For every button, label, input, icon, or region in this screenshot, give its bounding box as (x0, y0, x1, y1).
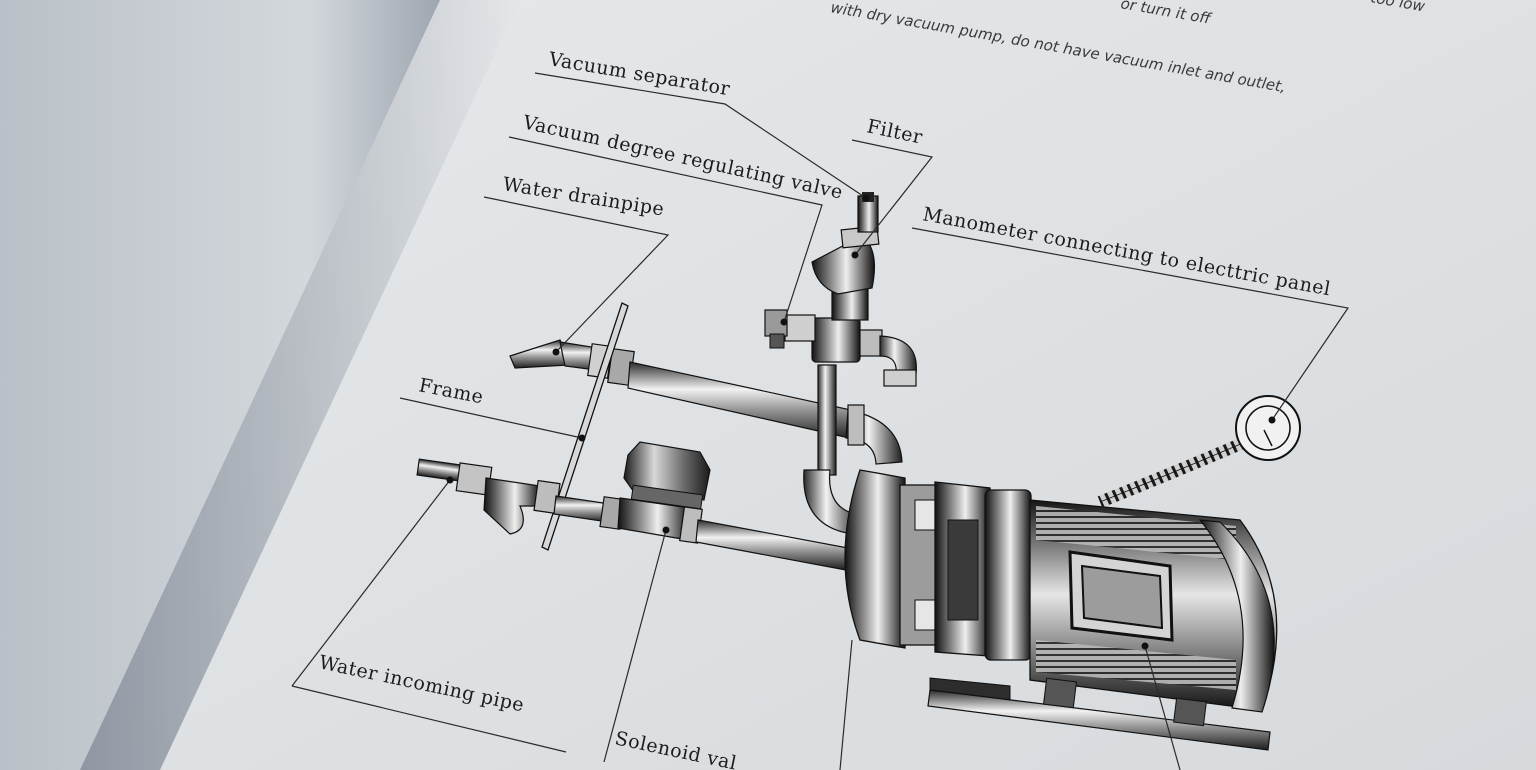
regulating-valve-body (784, 314, 816, 342)
motor-fan-cover (1198, 519, 1275, 713)
motor-flange (984, 489, 1032, 661)
y-strainer (483, 477, 541, 535)
leader-lines (291, 72, 1350, 770)
left-page (0, 0, 440, 770)
base-plate (927, 689, 1271, 751)
solenoid-coil (623, 441, 711, 501)
machine (416, 192, 1301, 751)
tee-fitting (811, 317, 861, 363)
frame-plate (541, 302, 629, 551)
page-gutter-shadow (80, 0, 520, 770)
pump-casing (844, 469, 906, 649)
vertical-riser (817, 364, 837, 476)
leader-dots (446, 194, 1276, 650)
